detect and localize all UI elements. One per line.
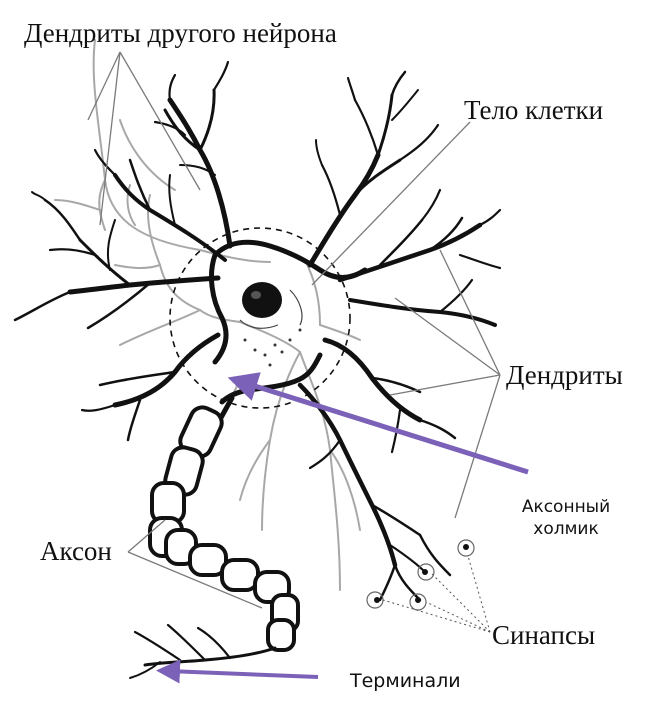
label-cell-body: Тело клетки [464, 95, 604, 125]
label-axon: Аксон [40, 536, 112, 566]
cell-body-outline [169, 227, 351, 409]
label-axon-hillock: Аксонный холмик [512, 496, 620, 540]
label-terminals: Терминали [350, 670, 461, 692]
label-other-dendrites: Дендриты другого нейрона [24, 18, 337, 48]
nucleus [242, 282, 282, 318]
axon-hillock-arrow [227, 372, 529, 475]
pointer-lines [87, 51, 501, 609]
other-neuron-dendrites [54, 39, 361, 591]
nucleolus [251, 291, 261, 299]
axon-myelin [148, 405, 300, 652]
synapse-dots [374, 544, 469, 603]
organelles [243, 328, 302, 367]
terminals-arrow [156, 659, 319, 684]
label-dendrites: Дендриты [506, 360, 623, 390]
neuron [13, 60, 502, 602]
synapse-pointer-lines [382, 555, 491, 633]
label-synapses: Синапсы [492, 620, 596, 650]
cytoplasm-strands [239, 289, 303, 329]
axon-terminals [129, 623, 277, 679]
label-axon-hillock-line2: холмик [533, 519, 599, 539]
label-axon-hillock-line1: Аксонный [521, 497, 611, 517]
